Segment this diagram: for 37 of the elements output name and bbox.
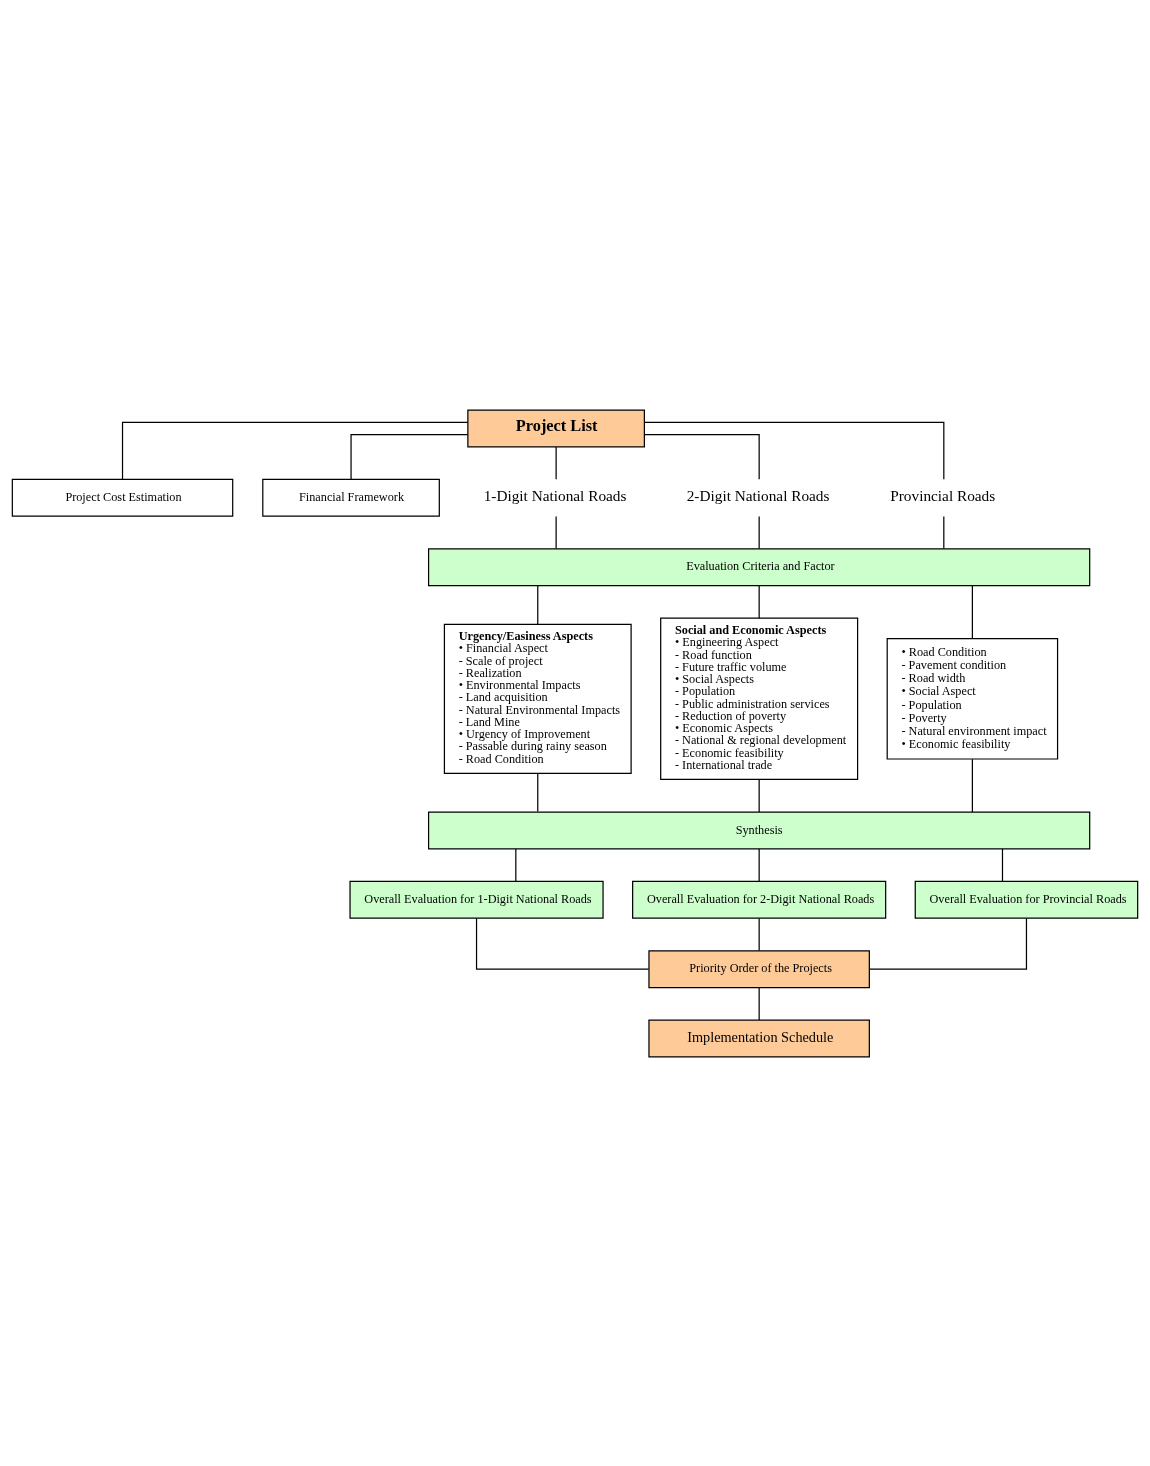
node-text: 1-Digit National Roads [483,486,627,504]
node-box: Social and Economic Aspects • Engineering Aspect - Road function - Future traffic volume • Social Aspects - Population - Public administration services - Reduction of poverty • Economic Aspects - National & regional development - Economic feasibility - International trade [660,617,859,780]
node-box: Overall Evaluation for Provincial Roads [914,880,1139,919]
node-box: Priority Order of the Projects [648,949,870,988]
connector [971,758,973,813]
connector [555,515,557,549]
connector [537,584,539,625]
connector [555,445,557,480]
connector [758,917,760,951]
node-box: Evaluation Criteria and Factor [427,547,1091,586]
connector [868,917,1028,970]
connector [758,584,760,619]
node-box: Urgency/Easiness Aspects • Financial Aspect - Scale of project - Realization • Environmental Impacts - Land acquisition - Natural Environmental Impacts - Land Mine • Urgency of Improvement - Passable during rainy season - Road Condition [443,623,632,774]
node-box: Project List [467,408,645,447]
connector [537,772,539,812]
node-box: Overall Evaluation for 2-Digit National Roads [632,880,887,919]
connector [971,584,973,639]
node-text: Provincial Roads [890,486,996,504]
connector [758,847,760,882]
connector [644,433,760,480]
connector [475,917,650,970]
connector [758,515,760,549]
node-box: Overall Evaluation for 1-Digit National Roads [349,880,604,919]
node-box: Project Cost Estimation [11,478,234,517]
node-text: 2-Digit National Roads [686,486,830,504]
connector [350,433,469,480]
node-box: Synthesis [427,810,1091,849]
connector [1001,847,1004,882]
connector [515,847,517,882]
connector [121,421,469,480]
node-box: Financial Framework [262,478,440,517]
connector [758,986,760,1020]
connector [643,421,945,480]
node-box: Implementation Schedule [648,1019,870,1058]
node-box: • Road Condition - Pavement condition - Road width • Social Aspect - Population - Poverty - Natural environment impact • Economic feasibility [886,637,1059,760]
connector [943,515,945,549]
connector [758,778,760,813]
